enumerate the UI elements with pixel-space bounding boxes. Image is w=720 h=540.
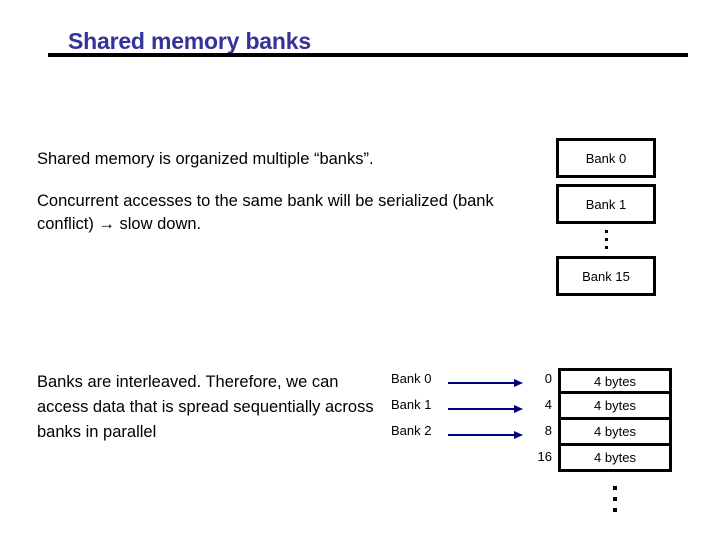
upper-paragraph-2: Concurrent accesses to the same bank wil… [37,192,494,233]
interleave-bank-label-2: Bank 2 [391,423,432,438]
arrow-right-icon [448,431,524,439]
ellipsis-dot [613,497,617,501]
interleave-diagram: Bank 0 0 4 bytes Bank 1 4 4 bytes Bank 2… [388,368,678,528]
interleave-offset-1: 4 [544,397,552,412]
ellipsis-dot [613,486,617,490]
ellipsis-dot [604,229,608,233]
memory-cell-1: 4 bytes [558,394,672,420]
bank-box-15: Bank 15 [556,256,656,296]
interleave-offset-0: 0 [544,371,552,386]
arrow-head [514,379,523,387]
bank-column-diagram: Bank 0 Bank 1 Bank 15 [556,138,656,296]
bank-box-1: Bank 1 [556,184,656,224]
upper-paragraph-1: Shared memory is organized multiple “ban… [37,150,374,168]
memory-cell-2: 4 bytes [558,420,672,446]
ellipsis-dot [604,245,608,249]
bank-column-ellipsis-icon [556,224,656,254]
interleave-ellipsis-icon [558,486,672,512]
arrow-head [514,405,523,413]
title-divider [48,53,688,57]
bank-box-15-label: Bank 15 [582,268,630,284]
interleave-row: Bank 0 0 4 bytes [388,368,678,394]
interleave-row: Bank 1 4 4 bytes [388,394,678,420]
arrow-right-icon [448,405,524,413]
ellipsis-dot [613,508,617,512]
interleave-offset-3: 16 [537,449,552,464]
bank-box-0-label: Bank 0 [585,150,627,166]
arrow-shaft [448,408,516,410]
bank-box-0: Bank 0 [556,138,656,178]
arrow-shaft [448,382,516,384]
arrow-head [514,431,523,439]
bank-box-1-label: Bank 1 [585,196,627,212]
page-title: Shared memory banks [68,28,311,54]
interleave-offset-2: 8 [544,423,552,438]
arrow-right-icon [448,379,524,387]
upper-text-block: Shared memory is organized multiple “ban… [37,148,537,236]
ellipsis-dot [604,237,608,241]
interleave-bank-label-1: Bank 1 [391,397,432,412]
lower-text-block: Banks are interleaved. Therefore, we can… [37,373,374,441]
interleave-bank-label-0: Bank 0 [391,371,432,386]
arrow-shaft [448,434,516,436]
interleave-row: Bank 2 8 4 bytes [388,420,678,446]
interleave-row: 16 4 bytes [388,446,678,472]
memory-cell-3: 4 bytes [558,446,672,472]
memory-cell-0: 4 bytes [558,368,672,394]
